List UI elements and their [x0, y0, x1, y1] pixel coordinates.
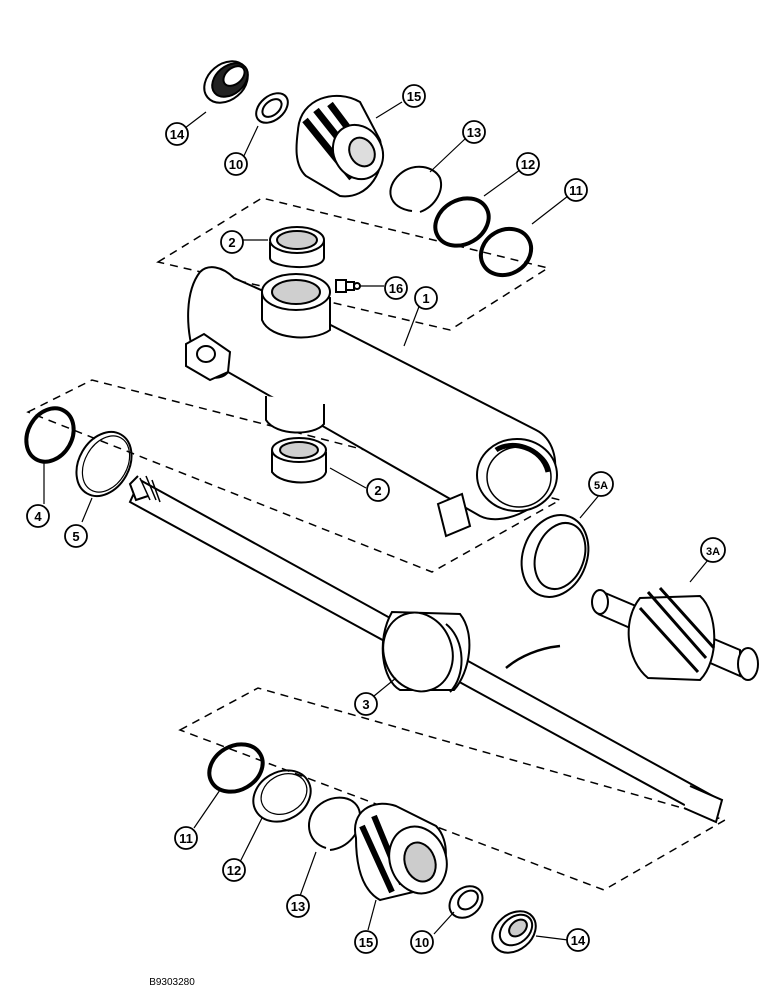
bushing-2-top — [269, 226, 325, 269]
backup-ring-13-bottom — [308, 796, 362, 851]
callout-4: 4 — [34, 509, 42, 524]
seal-14-bottom — [491, 910, 537, 954]
callout-5: 5 — [72, 529, 79, 544]
ring-12-top — [433, 196, 491, 248]
o-ring-11-bottom — [207, 742, 265, 794]
callout-11-top: 11 — [569, 183, 583, 198]
o-ring-11-top — [478, 226, 534, 278]
piston-rod-3 — [128, 475, 724, 824]
rod-kit-outline — [26, 379, 562, 573]
grease-fitting-16 — [335, 279, 361, 293]
drawing-number: B9303280 — [149, 977, 195, 988]
callout-circles — [26, 84, 726, 954]
callout-12-bottom: 12 — [227, 863, 241, 878]
callout-15-top: 15 — [407, 89, 421, 104]
callout-3: 3 — [362, 697, 369, 712]
callout-16: 16 — [389, 281, 403, 296]
ring-5a — [520, 514, 590, 598]
callout-13-bottom: 13 — [291, 899, 305, 914]
o-ring-4 — [24, 406, 76, 464]
callout-10-top: 10 — [229, 157, 243, 172]
callout-2-bottom: 2 — [374, 483, 381, 498]
callout-14-bottom: 14 — [571, 933, 586, 948]
callout-3a: 3A — [706, 546, 720, 558]
callout-11-bottom: 11 — [179, 831, 193, 846]
piston-15-top — [295, 94, 385, 198]
callout-14-top: 14 — [170, 127, 185, 142]
ring-12-bottom — [252, 769, 312, 823]
seal-14-top — [203, 60, 249, 104]
flow-mark — [505, 644, 561, 669]
callout-leaders — [43, 101, 709, 941]
piston-15-bottom — [354, 802, 448, 902]
backup-ring-5 — [75, 431, 133, 497]
callout-1: 1 — [422, 291, 429, 306]
backup-ring-13-top — [389, 165, 442, 213]
callout-2-top: 2 — [228, 235, 235, 250]
barrel-1 — [185, 266, 558, 538]
rod-assembly-3a — [591, 586, 759, 682]
upper-kit-outline — [156, 197, 550, 331]
bushing-2-bottom — [271, 437, 327, 484]
ring-10-bottom — [448, 885, 484, 919]
callout-15-bottom: 15 — [359, 935, 373, 950]
callout-13-top: 13 — [467, 125, 481, 140]
lower-kit-outline — [178, 687, 727, 891]
callout-10-bottom: 10 — [415, 935, 429, 950]
ring-10-top — [255, 92, 289, 124]
callout-12-top: 12 — [521, 157, 535, 172]
callout-5a: 5A — [594, 480, 608, 492]
